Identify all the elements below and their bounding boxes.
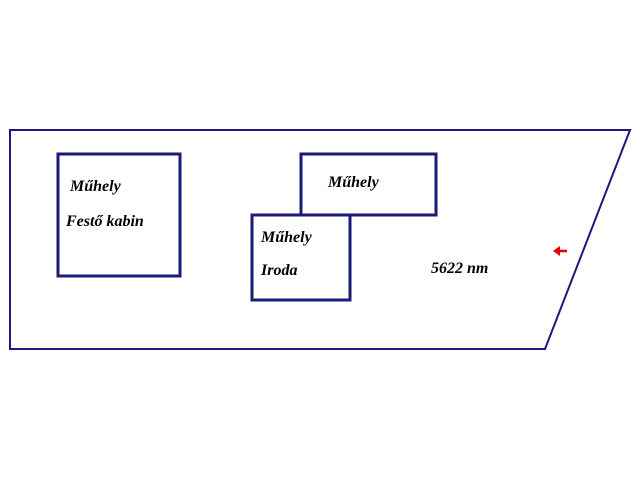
building-workshop-office	[250, 213, 352, 302]
building-2-label: Műhely	[327, 174, 380, 191]
plot-boundary	[9, 129, 632, 350]
area-label: 5622 nm	[431, 260, 488, 277]
building-workshop-paint-booth	[56, 152, 182, 278]
building-1-label-line-2: Festő kabin	[65, 213, 144, 230]
building-3-label-line-1: Műhely	[260, 229, 313, 246]
building-3-label-line-2: Iroda	[260, 262, 297, 279]
building-workshop	[299, 152, 438, 217]
red-left-arrow-icon	[553, 246, 567, 256]
building-1-label-line-1: Műhely	[69, 178, 122, 195]
